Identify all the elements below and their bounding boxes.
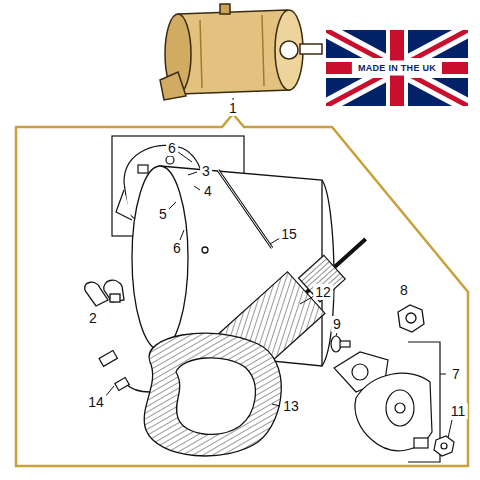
union-flag xyxy=(326,30,468,106)
small-nut xyxy=(434,436,454,456)
through-bolt xyxy=(218,170,272,248)
illustration-stroke xyxy=(202,247,208,253)
illustration-stroke xyxy=(218,170,272,248)
illustration-stroke xyxy=(166,156,174,164)
flag-text: MADE IN THE UK xyxy=(352,61,442,76)
brush xyxy=(99,351,129,391)
illustration-stroke xyxy=(104,280,124,302)
callout-number: 7 xyxy=(450,366,462,382)
illustration-stroke xyxy=(440,374,446,375)
washer xyxy=(331,336,350,352)
illustration-stroke xyxy=(272,404,280,406)
illustration-stroke xyxy=(414,438,428,448)
illustration-stroke xyxy=(326,30,468,106)
callout-number: 4 xyxy=(202,183,214,199)
illustration-stroke xyxy=(326,58,468,78)
illustration-stroke xyxy=(386,390,414,426)
illustration-stroke xyxy=(188,172,197,175)
callout-number: 3 xyxy=(200,163,212,179)
drive-end-bracket xyxy=(334,342,440,462)
illustration-stroke xyxy=(115,378,129,391)
callout-number: 15 xyxy=(279,226,299,242)
illustration-stroke xyxy=(280,41,298,59)
illustration-stroke xyxy=(168,202,176,210)
illustration-stroke xyxy=(326,30,468,106)
starter-motor xyxy=(160,4,322,100)
illustration-stroke xyxy=(300,44,322,54)
callout-number: 6 xyxy=(166,140,178,156)
illustration-stroke xyxy=(220,4,230,14)
illustration-stroke xyxy=(275,10,303,90)
illustration-stroke xyxy=(262,15,264,86)
illustration-stroke xyxy=(99,351,117,367)
callout-number: 8 xyxy=(398,282,410,298)
illustration-stroke xyxy=(441,443,447,449)
illustration-stroke xyxy=(178,152,192,162)
illustration-stroke xyxy=(138,165,148,173)
illustration-stroke xyxy=(398,305,424,332)
illustration-stroke xyxy=(110,294,120,302)
illustration-stroke xyxy=(355,373,432,451)
illustration-stroke xyxy=(406,313,416,323)
group-outline xyxy=(16,114,468,466)
callout-number: 12 xyxy=(313,284,333,300)
illustration-stroke xyxy=(200,20,202,88)
callout-number: 1 xyxy=(227,100,239,116)
illustration-stroke xyxy=(340,341,350,347)
callout-number: 2 xyxy=(87,310,99,326)
illustration-stroke xyxy=(132,166,188,350)
illustration-stroke xyxy=(194,186,200,190)
illustration-stroke xyxy=(126,384,150,392)
illustration-stroke xyxy=(448,420,452,438)
illustration-stroke xyxy=(434,436,454,456)
callout-number: 14 xyxy=(86,394,106,410)
illustration-stroke xyxy=(116,190,132,220)
callout-number: 9 xyxy=(331,316,343,332)
callout-number: 11 xyxy=(449,403,468,419)
brush-springs xyxy=(85,280,124,306)
illustration-stroke xyxy=(352,364,368,380)
field-coil xyxy=(126,333,281,456)
callout-number: 13 xyxy=(281,398,301,414)
illustration-stroke xyxy=(160,72,186,100)
illustration-stroke xyxy=(299,255,346,302)
illustration-stroke xyxy=(326,30,468,106)
illustration-stroke xyxy=(326,30,468,106)
illustration-stroke xyxy=(300,296,314,304)
illustration-stroke xyxy=(176,358,255,435)
callout-number: 5 xyxy=(157,206,169,222)
callout-number: 6 xyxy=(171,240,183,256)
leader-lines xyxy=(104,98,452,438)
illustration-stroke xyxy=(395,403,405,413)
illustration-stroke xyxy=(180,230,184,240)
illustration-stroke xyxy=(336,333,337,336)
illustration-stroke xyxy=(144,333,281,456)
illustration-stroke xyxy=(178,10,290,94)
illustration-stroke xyxy=(326,30,468,106)
nut xyxy=(398,305,424,332)
